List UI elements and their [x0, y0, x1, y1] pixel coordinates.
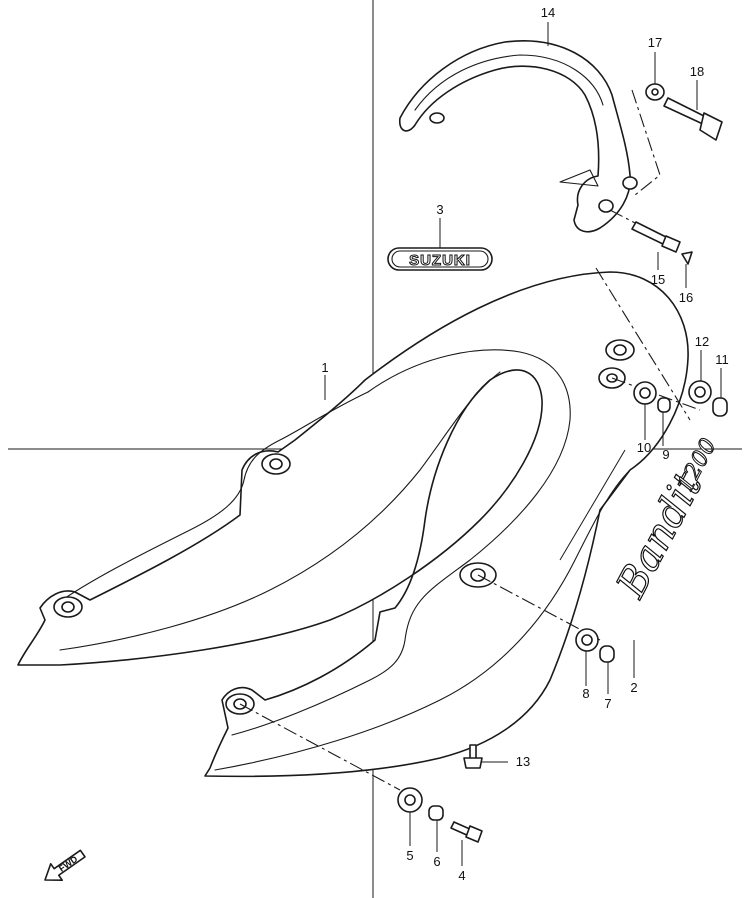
bolt-18-head	[699, 112, 723, 141]
callout-7: 7	[604, 696, 611, 711]
collar-9-body	[657, 397, 671, 413]
rear-upper-hole	[613, 344, 627, 356]
decal-number-text: 1200	[673, 435, 721, 496]
grab-rail-tab	[559, 169, 599, 187]
bolt-15	[631, 221, 681, 253]
leader-10-to-cover	[559, 449, 626, 561]
guide-lower-grommet	[239, 703, 401, 791]
washer-17	[645, 83, 665, 101]
callout-11: 11	[715, 352, 729, 367]
callout-16: 16	[679, 290, 693, 305]
cover-inner-contour	[231, 349, 571, 736]
cover-right-crease	[214, 469, 631, 771]
callout-13: 13	[516, 754, 530, 769]
grab-rail	[398, 40, 638, 233]
collar-11-body	[712, 397, 728, 417]
bolt-15-head	[661, 235, 681, 253]
left-upper-mount-hole	[269, 458, 283, 470]
washer-17-hole	[651, 88, 659, 96]
collar-11	[712, 397, 728, 417]
bolt-18	[663, 97, 723, 141]
callout-6: 6	[433, 854, 440, 869]
grab-rail-edge	[414, 54, 604, 111]
callout-9: 9	[662, 447, 669, 462]
grommet-10-hole	[639, 387, 651, 399]
grommet-8-hole	[581, 634, 593, 646]
grommet-12	[688, 380, 712, 404]
left-lower-mount-hole	[61, 601, 75, 613]
grab-rail-rear-hole	[598, 199, 614, 213]
guide-rail-to-cover	[595, 267, 691, 421]
grommet-5	[397, 787, 423, 813]
callout-4: 4	[458, 868, 465, 883]
grab-rail-body	[398, 40, 631, 233]
callout-14: 14	[541, 5, 555, 20]
collar-6	[428, 805, 444, 821]
fwd-arrow-shape	[44, 849, 86, 881]
emblem-inner-border	[391, 250, 489, 268]
suzuki-emblem: SUZUKI	[387, 247, 493, 271]
collar-9	[657, 397, 671, 413]
callout-1: 1	[321, 360, 328, 375]
callout-17: 17	[648, 35, 662, 50]
callout-10: 10	[637, 440, 651, 455]
callout-5: 5	[406, 848, 413, 863]
screw-13	[463, 744, 483, 769]
cover-left-rail	[54, 391, 369, 606]
cap-16	[681, 251, 693, 265]
grommet-8	[575, 628, 599, 652]
grab-rail-front-hole	[429, 112, 445, 124]
callout-8: 8	[582, 686, 589, 701]
forward-direction-arrow: FWD	[44, 849, 86, 881]
grommet-12-hole	[694, 386, 706, 398]
collar-7	[599, 645, 615, 663]
callout-12: 12	[695, 334, 709, 349]
callout-2: 2	[630, 680, 637, 695]
collar-7-body	[599, 645, 615, 663]
callout-18: 18	[690, 64, 704, 79]
bolt-4-head	[465, 825, 483, 843]
bolt-15-shank	[631, 221, 669, 246]
guide-rear-spacer	[611, 377, 701, 411]
collar-6-body	[428, 805, 444, 821]
callout-3: 3	[436, 202, 443, 217]
grommet-5-hole	[404, 794, 416, 806]
emblem-text: SUZUKI	[409, 252, 471, 269]
guide-side-grommet	[477, 574, 601, 641]
cover-left-crease	[59, 371, 501, 651]
grab-rail-side-hole	[622, 176, 638, 190]
grommet-10	[633, 381, 657, 405]
guide-rail-upper	[631, 89, 661, 196]
callout-15: 15	[651, 272, 665, 287]
seat-tail-cover	[17, 271, 689, 778]
bolt-4	[450, 821, 483, 843]
screw-13-head	[463, 757, 483, 769]
